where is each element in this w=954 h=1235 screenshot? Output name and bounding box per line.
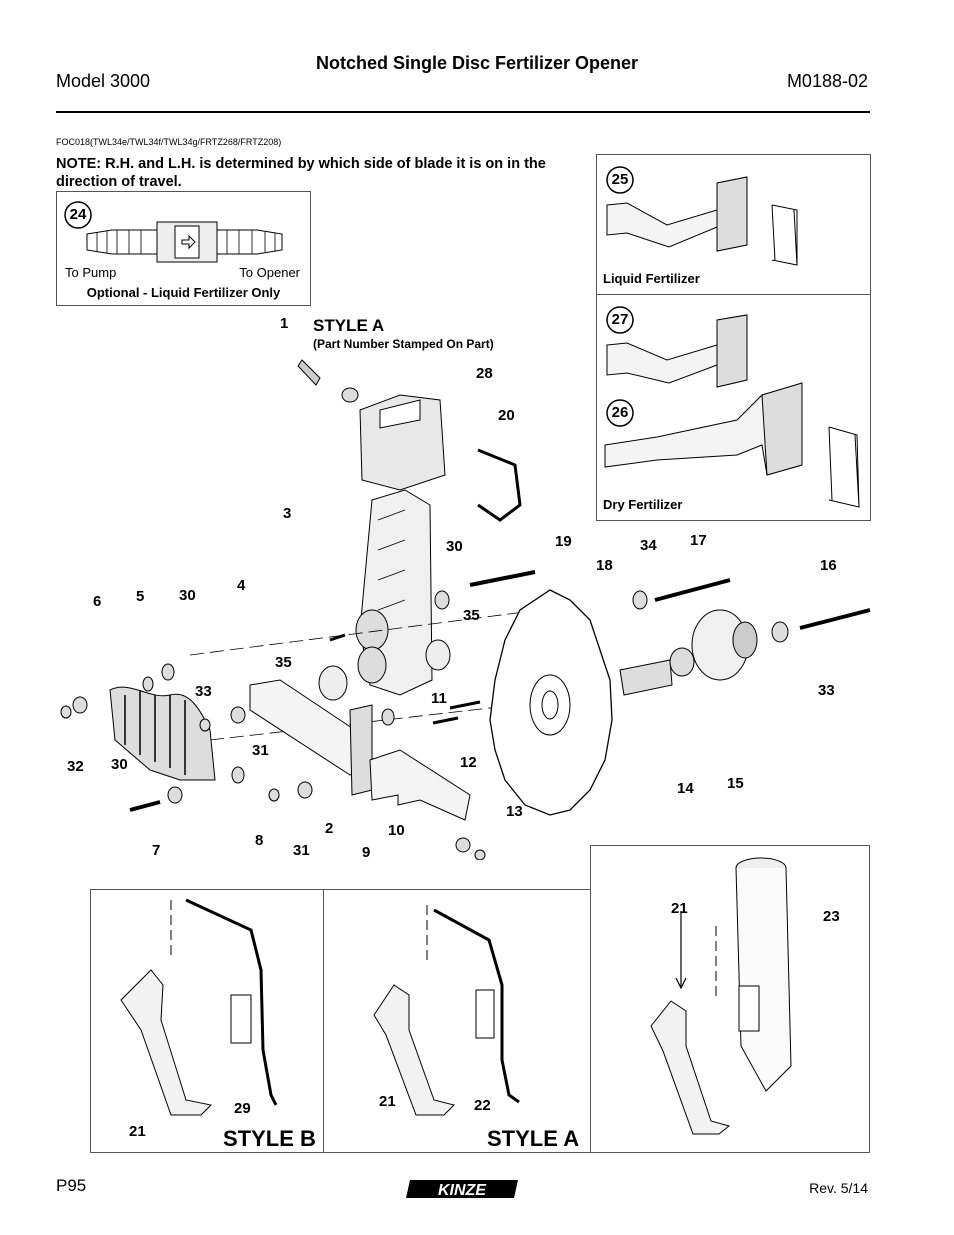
callout-9: 9 [362,844,371,861]
callout-2: 2 [325,820,334,837]
header-divider [56,111,870,113]
style-a-heading: STYLE A [313,316,385,335]
style-b-label: STYLE B [223,1126,316,1151]
callout-21-tube: 21 [671,900,688,917]
page-number: P95 [56,1176,87,1195]
style-b-panel: 29 21 STYLE B [90,889,324,1153]
callout-11: 11 [431,690,447,707]
callout-circle [64,201,92,229]
check-valve-drawing [64,201,283,263]
to-pump-label: To Pump [65,265,117,280]
callout-22: 22 [474,1097,491,1114]
style-a-drawing [373,905,520,1116]
callout-14: 14 [677,780,694,797]
callout-35-lower: 35 [275,654,292,671]
callout-35-upper: 35 [463,607,480,624]
model-label: Model 3000 [56,71,151,91]
kinze-logo-text: KINZE [438,1182,487,1199]
callout-12: 12 [460,754,477,771]
style-a-label: STYLE A [487,1126,580,1151]
check-valve-inset: 24 To Pump To Opener Optional - Liquid F… [56,191,311,306]
doc-number: M0188-02 [786,71,868,91]
callout-29: 29 [234,1100,251,1117]
opener-exploded-view [60,359,871,860]
direction-note: NOTE: R.H. and L.H. is determined by whi… [56,156,546,190]
callout-33-left: 33 [195,683,212,700]
callout-15: 15 [727,775,744,792]
callout-24: 24 [69,206,87,223]
callout-30-upper: 30 [446,538,463,555]
callout-23: 23 [823,908,840,925]
callout-8: 8 [255,832,264,849]
liquid-fertilizer-label: Liquid Fertilizer [603,271,700,286]
callout-32: 32 [67,758,84,775]
callout-33-right: 33 [818,682,835,699]
callout-1: 1 [280,315,289,332]
style-a-panel: 21 22 STYLE A [323,889,591,1153]
callout-34: 34 [640,537,657,554]
callout-26: 26 [611,404,629,421]
style-a-subheading: (Part Number Stamped On Part) [313,337,494,351]
callout-25: 25 [611,171,629,188]
callout-18: 18 [596,557,613,574]
callout-3: 3 [283,505,292,522]
callout-21-style-a: 21 [379,1093,396,1110]
inset-divider [597,294,870,295]
callout-16: 16 [820,557,837,574]
callout-7: 7 [152,842,161,859]
callout-17: 17 [690,532,707,549]
revision-label: Rev. 5/14 [809,1180,868,1196]
callout-31-upper: 31 [252,742,269,759]
page-title: Notched Single Disc Fertilizer Opener [315,53,639,73]
callout-28: 28 [476,365,493,382]
style-b-drawing [120,898,278,1116]
reference-code: FOC018(TWL34e/TWL34f/TWL34g/FRTZ268/FRTZ… [56,137,282,147]
to-opener-label: To Opener [239,265,300,280]
callout-21-style-b: 21 [129,1123,146,1140]
callout-20: 20 [498,407,515,424]
tube-drawing [650,857,792,1135]
callout-10: 10 [388,822,405,839]
callout-4: 4 [237,577,246,594]
dry-fertilizer-label: Dry Fertilizer [603,497,683,512]
tube-panel: 21 23 [590,845,870,1153]
kinze-logo: KINZE [404,1176,522,1202]
fertilizer-inset: 25 27 26 Liquid Fertilizer Dry Fertilize… [596,154,871,521]
callout-27: 27 [611,311,629,328]
callout-5: 5 [136,588,145,605]
callout-19: 19 [555,533,572,550]
callout-31-lower: 31 [293,842,310,859]
fertilizer-brackets-drawing [604,166,860,508]
optional-caption: Optional - Liquid Fertilizer Only [86,285,281,300]
callout-30-left: 30 [179,587,196,604]
callout-30-lower: 30 [111,756,128,773]
kinze-logo-mark: KINZE [406,1180,518,1199]
callout-6: 6 [93,593,102,610]
callout-13: 13 [506,803,523,820]
